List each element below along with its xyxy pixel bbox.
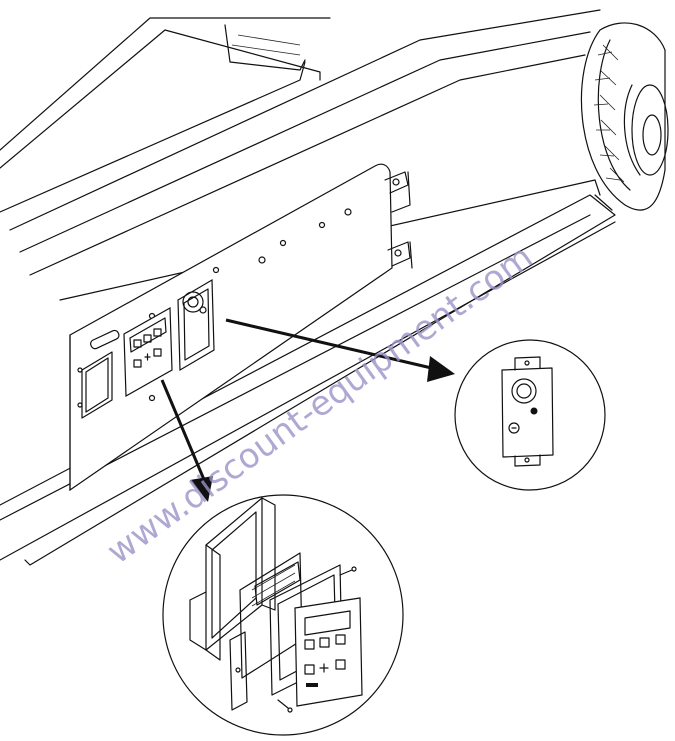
side-plate — [69, 163, 413, 492]
key-switch-icon — [177, 278, 215, 372]
arrow-to-control-panel — [160, 379, 213, 502]
arrow-to-key-switch — [225, 318, 455, 382]
control-panel-icon — [123, 306, 173, 398]
control-panel-detail — [162, 494, 404, 736]
key-switch-detail — [454, 339, 606, 491]
tire-icon — [580, 22, 669, 211]
upper-deck — [0, 9, 601, 276]
